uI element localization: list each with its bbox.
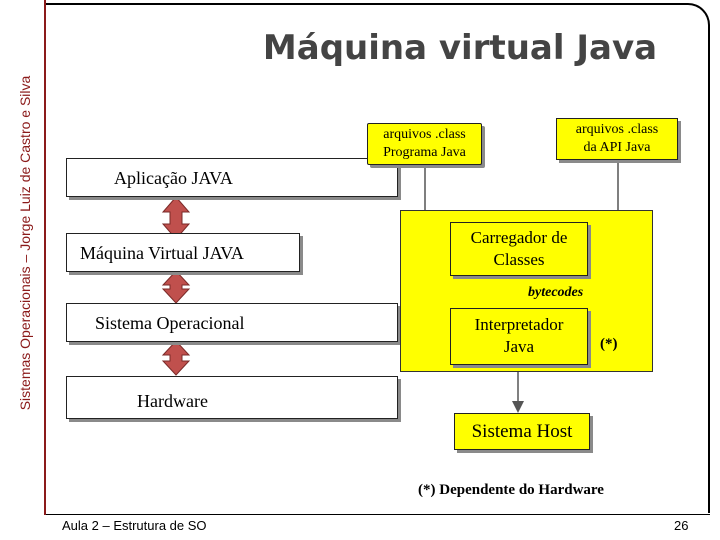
layer-application-label: Aplicação JAVA [114,168,233,188]
slide-frame [46,3,710,513]
layer-os-label: Sistema Operacional [95,313,245,333]
footer-divider [46,514,710,515]
left-border-line [44,0,46,515]
program-files-line1: arquivos .class [383,127,466,142]
interpreter-box: Interpretador Java [450,308,588,365]
host-system-box: Sistema Host [454,413,590,450]
page-number: 26 [674,518,689,533]
interpreter-line2: Java [503,337,535,356]
class-loader-line2: Classes [493,250,545,269]
layer-jvm-label: Máquina Virtual JAVA [80,243,244,263]
hardware-dependent-marker: (*) [600,336,618,352]
double-arrow-os-hw [161,340,191,376]
layer-os: Sistema Operacional [66,303,398,342]
double-arrow-jvm-os [161,270,191,304]
program-files-line2: Programa Java [383,145,466,160]
layer-jvm: Máquina Virtual JAVA [66,233,300,272]
host-system-label: Sistema Host [471,421,573,442]
program-class-files: arquivos .class Programa Java [367,123,482,165]
api-class-files: arquivos .class da API Java [556,118,678,160]
layer-hardware-label: Hardware [137,391,208,411]
slide-title: Máquina virtual Java [262,28,658,68]
api-files-line2: da API Java [583,140,651,155]
class-loader-line1: Carregador de [470,228,568,247]
footnote-text: (*) Dependente do Hardware [418,482,604,498]
api-files-line1: arquivos .class [575,122,659,137]
class-loader-box: Carregador de Classes [450,222,588,276]
layer-hardware: Hardware [66,376,398,419]
layer-application: Aplicação JAVA [66,158,398,197]
bytecodes-label: bytecodes [528,285,584,300]
interpreter-line1: Interpretador [474,315,564,334]
footer-lecture-label: Aula 2 – Estrutura de SO [62,518,207,533]
